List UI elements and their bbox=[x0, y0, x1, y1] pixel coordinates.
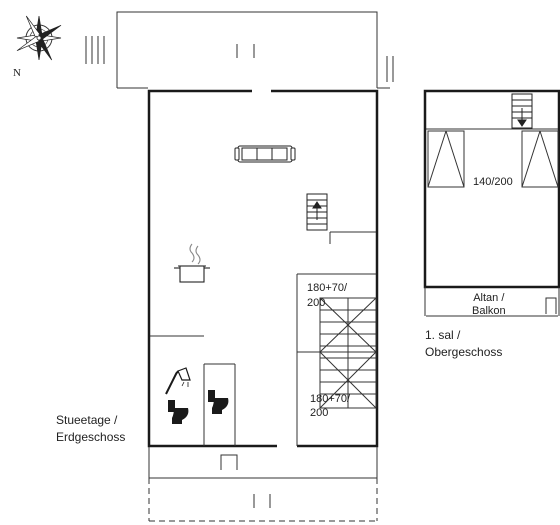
ground-floor-interior bbox=[150, 231, 377, 446]
ground-floor-walls bbox=[147, 89, 379, 448]
toilet-icon bbox=[208, 390, 229, 414]
toilet-icon bbox=[168, 400, 189, 424]
upper-floor-interior bbox=[424, 128, 560, 317]
compass-rose-icon bbox=[16, 15, 62, 61]
cooking-pot-icon bbox=[174, 243, 210, 283]
top-terrace bbox=[85, 11, 394, 89]
bottom-terrace bbox=[148, 447, 378, 522]
stairs-down-icon bbox=[511, 93, 533, 129]
balcony-label: Altan / Balkon bbox=[472, 292, 506, 317]
sofa-icon bbox=[234, 145, 296, 163]
north-label: N bbox=[13, 67, 21, 79]
stairs-up-icon bbox=[306, 193, 328, 231]
ground-floor-title: Stueetage / Erdgeschoss bbox=[56, 413, 126, 444]
upper-floor-title: 1. sal / Obergeschoss bbox=[425, 328, 503, 359]
upper-bed-size: 140/200 bbox=[473, 176, 513, 188]
bed-size-upper: 180+70/ 200 bbox=[307, 282, 348, 309]
bed-size-lower: 180+70/ 200 bbox=[310, 393, 351, 419]
shower-icon bbox=[165, 367, 191, 395]
upper-floor-walls bbox=[423, 89, 560, 289]
